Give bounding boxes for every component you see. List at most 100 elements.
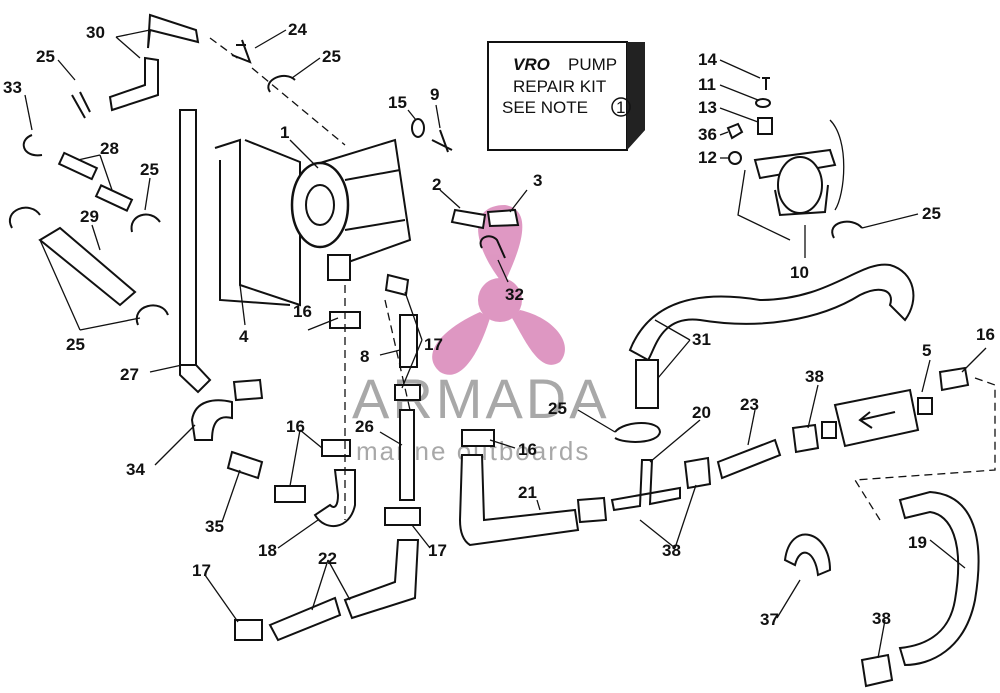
leader-lines <box>24 29 987 659</box>
callout-35: 35 <box>205 517 224 536</box>
clamp-25c <box>130 213 161 233</box>
plate-4 <box>214 138 301 307</box>
note-circle-icon <box>611 97 631 117</box>
callout-9: 9 <box>430 85 439 104</box>
callout-3: 3 <box>533 171 542 190</box>
elbow-34 <box>190 399 233 441</box>
callout-23: 23 <box>740 395 759 414</box>
connector-dash-right <box>853 377 996 521</box>
tube-28a <box>57 151 99 181</box>
callout-12: 12 <box>698 148 717 167</box>
clip-25 <box>71 91 91 119</box>
callout-37: 37 <box>760 610 779 629</box>
clamp-25d <box>831 220 863 239</box>
clamp-25a <box>267 74 296 93</box>
screw-14 <box>762 77 770 90</box>
note-line2: REPAIR KIT <box>513 77 606 96</box>
tee-20 <box>610 459 681 512</box>
clamp-38c <box>860 653 894 688</box>
fuel-rail-27 <box>179 109 197 366</box>
clamp-16-left <box>232 378 264 402</box>
callout-16-b: 16 <box>976 325 995 344</box>
hose-22b <box>343 539 420 620</box>
callout-25-c: 25 <box>140 160 159 179</box>
clamp-17a <box>384 273 410 297</box>
callout-5: 5 <box>922 341 931 360</box>
hose-30 <box>147 13 200 49</box>
bracket-37 <box>783 533 832 577</box>
callout-10: 10 <box>790 263 809 282</box>
elbow-24 <box>231 39 252 64</box>
screw-9 <box>431 129 453 153</box>
callout-17-b: 17 <box>428 541 447 560</box>
clamp-16c <box>461 429 495 447</box>
clamp-25e-right <box>135 304 169 326</box>
clamp-38b-right <box>683 456 712 490</box>
hose-29 <box>38 226 137 307</box>
fitting-2 <box>450 208 487 230</box>
callout-16-c: 16 <box>518 440 537 459</box>
callout-11: 11 <box>698 75 716 94</box>
fuel-rail-elbow <box>179 364 212 394</box>
clamp-16b <box>938 366 970 392</box>
callout-29: 29 <box>80 207 99 226</box>
watermark-name: ARMADA <box>352 367 610 430</box>
nut-36 <box>726 122 744 140</box>
callout-36: 36 <box>698 125 717 144</box>
spacer-13 <box>757 117 773 135</box>
callout-22: 22 <box>318 549 337 568</box>
clamp-38b-left <box>576 496 608 524</box>
callout-25-f: 25 <box>548 399 567 418</box>
fuel-filter-26 <box>399 409 415 501</box>
callout-38-a: 38 <box>805 367 824 386</box>
callout-24: 24 <box>288 20 307 39</box>
note-number: 1 <box>616 98 625 117</box>
connector-dash-top <box>209 37 346 146</box>
clamp-16a <box>329 311 361 329</box>
callout-32: 32 <box>505 285 524 304</box>
valve-35 <box>226 450 264 480</box>
callout-38-b: 38 <box>662 541 681 560</box>
callout-21: 21 <box>518 483 537 502</box>
callout-20: 20 <box>692 403 711 422</box>
callout-labels: 30 24 25 25 33 1 15 9 28 25 29 2 3 1 4 11… <box>3 20 995 629</box>
clip-32 <box>479 235 506 259</box>
hose-18 <box>313 469 356 528</box>
callout-1: 1 <box>280 123 289 142</box>
callout-28: 28 <box>100 139 119 158</box>
callout-4: 4 <box>239 327 249 346</box>
callout-16-d: 16 <box>286 417 305 436</box>
clamp-17b <box>394 384 421 401</box>
hose-30b <box>108 56 159 112</box>
fitting-3 <box>486 208 520 228</box>
fuel-pump-1 <box>290 138 412 281</box>
hose-22a <box>268 596 342 642</box>
callout-2: 2 <box>432 175 441 194</box>
terminal-11 <box>755 98 771 108</box>
fuel-filter-5 <box>821 388 933 448</box>
callout-25-d: 25 <box>922 204 941 223</box>
propeller-logo-icon <box>432 205 566 375</box>
callout-34: 34 <box>126 460 145 479</box>
tube-28b <box>94 184 134 212</box>
note-line1-brand: VRO <box>513 55 550 74</box>
callout-25-a: 25 <box>36 47 55 66</box>
callout-15: 15 <box>388 93 407 112</box>
callout-8: 8 <box>360 347 369 366</box>
pump-10 <box>737 119 845 241</box>
callout-33: 33 <box>3 78 22 97</box>
callout-26: 26 <box>355 417 374 436</box>
callout-30: 30 <box>86 23 105 42</box>
clamp-17c <box>384 507 421 526</box>
callout-25-e: 25 <box>66 335 85 354</box>
callout-17-a: 17 <box>424 335 443 354</box>
clamp-16e <box>274 485 306 503</box>
clamp-16d <box>321 439 351 457</box>
washer-15 <box>411 118 425 138</box>
tube-8 <box>399 314 418 368</box>
hose-19 <box>898 490 980 667</box>
note-line3: SEE NOTE <box>502 98 588 117</box>
clamp-17d <box>234 619 263 641</box>
callout-17-c: 17 <box>192 561 211 580</box>
clamp-38a <box>791 423 820 454</box>
